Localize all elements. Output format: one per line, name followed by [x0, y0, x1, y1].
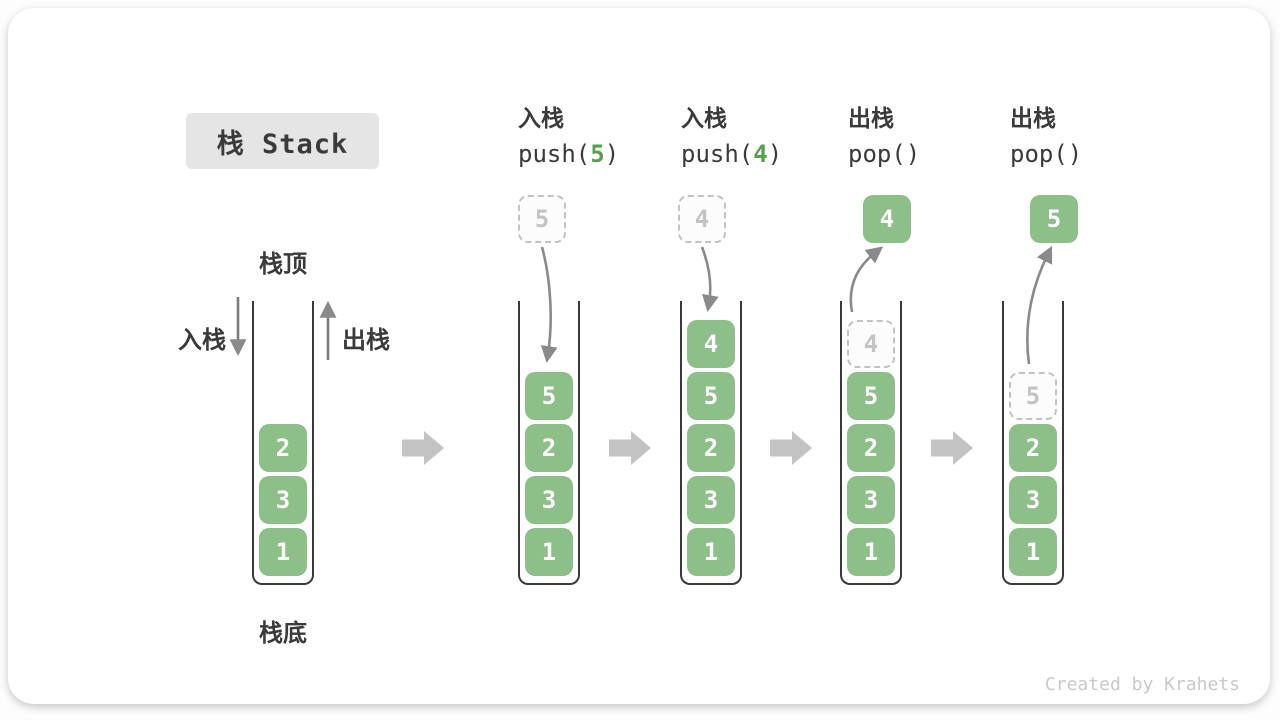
watermark: Created by Krahets — [1044, 674, 1240, 695]
diagram-title: 栈 Stack — [186, 113, 379, 169]
floating-value-box-4: 4 — [678, 195, 726, 243]
stack-cell: 3 — [687, 476, 735, 524]
operation-name: 出栈 — [848, 106, 894, 132]
stack-cell: 3 — [847, 476, 895, 524]
operation-label: 出栈 pop() — [1010, 106, 1083, 168]
stack-cell: 2 — [1009, 424, 1057, 472]
pop-direction-label: 出栈 — [342, 326, 390, 354]
operation-code: push(5) — [518, 140, 620, 168]
operation-code: pop() — [1010, 140, 1083, 168]
operation-name: 入栈 — [518, 106, 564, 132]
floating-value-box-4: 4 — [863, 195, 911, 243]
stack-cell: 5 — [847, 372, 895, 420]
stack-cell: 1 — [525, 528, 573, 576]
stack-cell: 2 — [687, 424, 735, 472]
stack-cell: 3 — [259, 476, 307, 524]
floating-value-box — [0, 195, 48, 243]
stack-cell: 3 — [1009, 476, 1057, 524]
operation-label: 入栈 push(4) — [681, 106, 783, 168]
stack-top-label: 栈顶 — [259, 250, 307, 278]
stack-cell: 5 — [525, 372, 573, 420]
stack-cell: 2 — [847, 424, 895, 472]
floating-value-box-5: 5 — [518, 195, 566, 243]
stack-cell: 3 — [525, 476, 573, 524]
operation-label: 入栈 push(5) — [518, 106, 620, 168]
operation-label: 出栈 pop() — [848, 106, 921, 168]
stack-cell-ghost: 5 — [1009, 372, 1057, 420]
stack-cell: 1 — [1009, 528, 1057, 576]
stack-cell: 2 — [525, 424, 573, 472]
operation-code: pop() — [848, 140, 921, 168]
stack-cell: 2 — [259, 424, 307, 472]
operation-name: 出栈 — [1010, 106, 1056, 132]
stack-cell: 5 — [687, 372, 735, 420]
stack-cell: 1 — [847, 528, 895, 576]
stack-bottom-label: 栈底 — [259, 619, 307, 647]
push-direction-label: 入栈 — [178, 326, 226, 354]
operation-name: 入栈 — [681, 106, 727, 132]
operation-code: push(4) — [681, 140, 783, 168]
stack-cell: 4 — [687, 320, 735, 368]
stack-cell: 1 — [259, 528, 307, 576]
floating-value-box-5: 5 — [1030, 195, 1078, 243]
stack-cell: 1 — [687, 528, 735, 576]
stack-cell-ghost: 4 — [847, 320, 895, 368]
